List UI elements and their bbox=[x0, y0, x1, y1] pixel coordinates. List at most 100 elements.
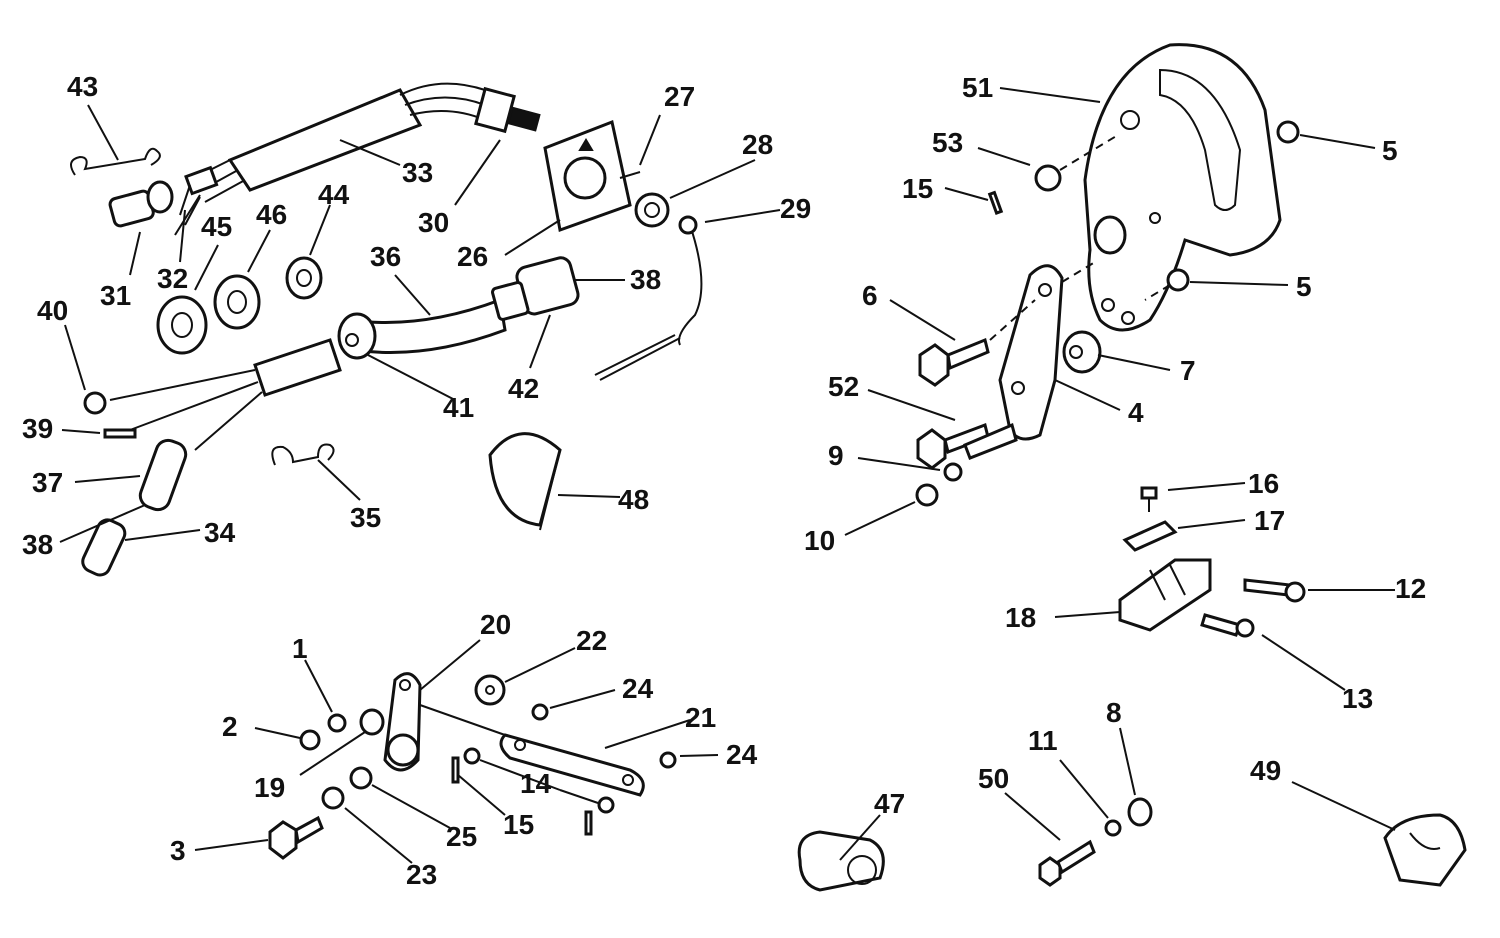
label-20: 20 bbox=[480, 609, 511, 640]
part-10-nut bbox=[844, 483, 939, 536]
label-53: 53 bbox=[932, 127, 963, 158]
label-13: 13 bbox=[1342, 683, 1373, 714]
part-51-cam-plate bbox=[999, 43, 1282, 332]
label-15-lower: 15 bbox=[503, 809, 534, 840]
label-46: 46 bbox=[256, 199, 287, 230]
label-51: 51 bbox=[962, 72, 993, 103]
part-21-link bbox=[419, 704, 691, 797]
part-7-bushing bbox=[1062, 330, 1171, 374]
label-38-lower: 38 bbox=[22, 529, 53, 560]
part-43-clip bbox=[70, 104, 161, 176]
label-47: 47 bbox=[874, 788, 905, 819]
part-28-nut bbox=[634, 159, 756, 228]
part-12-screw bbox=[1243, 578, 1395, 603]
label-19: 19 bbox=[254, 772, 285, 803]
label-52: 52 bbox=[828, 371, 859, 402]
part-40-ring-terminal bbox=[64, 324, 107, 415]
label-11: 11 bbox=[1028, 725, 1058, 756]
label-34: 34 bbox=[204, 517, 236, 548]
label-43: 43 bbox=[67, 71, 98, 102]
part-45-grommet bbox=[156, 244, 219, 355]
part-39-pin bbox=[61, 428, 137, 439]
part-14-washer bbox=[463, 747, 615, 814]
label-48: 48 bbox=[618, 484, 649, 515]
label-33: 33 bbox=[402, 157, 433, 188]
label-26: 26 bbox=[457, 241, 488, 272]
part-8-bushing bbox=[1119, 727, 1153, 827]
part-16-screw bbox=[1140, 482, 1246, 512]
label-21: 21 bbox=[685, 702, 716, 733]
label-30: 30 bbox=[418, 207, 449, 238]
part-31-plug bbox=[108, 180, 174, 276]
part-25-nut bbox=[349, 766, 451, 829]
label-2: 2 bbox=[222, 711, 238, 742]
part-33-harness bbox=[184, 82, 486, 203]
part-22-washer bbox=[474, 647, 576, 706]
part-49-pad bbox=[1291, 781, 1467, 887]
label-14: 14 bbox=[520, 768, 552, 799]
part-41-grommet bbox=[337, 312, 456, 401]
part-36-cable bbox=[348, 274, 507, 354]
label-24-lower: 24 bbox=[726, 739, 758, 770]
part-37-boot bbox=[74, 438, 188, 512]
label-16: 16 bbox=[1248, 468, 1279, 499]
part-53-nut bbox=[977, 134, 1119, 192]
part-6-bolt bbox=[889, 299, 1036, 387]
part-5-nut-lower bbox=[1144, 268, 1289, 301]
part-46-grommet bbox=[213, 229, 271, 330]
label-3: 3 bbox=[170, 835, 186, 866]
label-5-lower: 5 bbox=[1296, 271, 1312, 302]
label-39: 39 bbox=[22, 413, 53, 444]
part-19-bushing bbox=[299, 708, 385, 776]
part-18-block bbox=[1054, 558, 1212, 632]
label-22: 22 bbox=[576, 625, 607, 656]
part-24-screw-lower bbox=[659, 751, 719, 769]
part-24-screw-upper bbox=[531, 689, 616, 721]
label-23: 23 bbox=[406, 859, 437, 890]
part-3-bolt bbox=[194, 815, 324, 860]
part-35-clip bbox=[271, 443, 361, 501]
label-29: 29 bbox=[780, 193, 811, 224]
label-42: 42 bbox=[508, 373, 539, 404]
label-25: 25 bbox=[446, 821, 477, 852]
label-12: 12 bbox=[1395, 573, 1426, 604]
label-6: 6 bbox=[862, 280, 878, 311]
part-44-grommet bbox=[285, 204, 331, 300]
label-24-upper: 24 bbox=[622, 673, 654, 704]
part-26-plate bbox=[504, 119, 632, 256]
label-40: 40 bbox=[37, 295, 68, 326]
part-20-arm bbox=[383, 639, 481, 772]
part-5-nut-upper bbox=[1276, 120, 1376, 149]
part-42-connector bbox=[491, 281, 551, 369]
part-38-sleeve bbox=[515, 256, 625, 316]
label-10: 10 bbox=[804, 525, 835, 556]
part-leads-bundle bbox=[109, 338, 342, 451]
label-9: 9 bbox=[828, 440, 844, 471]
label-50: 50 bbox=[978, 763, 1009, 794]
label-32: 32 bbox=[157, 263, 188, 294]
part-34-cap bbox=[59, 504, 201, 577]
label-44: 44 bbox=[318, 179, 350, 210]
label-1: 1 bbox=[292, 633, 308, 664]
part-15-pin-lower bbox=[451, 756, 593, 836]
label-28: 28 bbox=[742, 129, 773, 160]
part-27-screw bbox=[619, 114, 661, 179]
part-9-washer bbox=[857, 457, 963, 482]
label-37: 37 bbox=[32, 467, 63, 498]
label-7: 7 bbox=[1180, 355, 1196, 386]
label-4: 4 bbox=[1128, 397, 1144, 428]
label-15-upper: 15 bbox=[902, 173, 933, 204]
part-15-pin-upper bbox=[944, 187, 1004, 216]
label-31: 31 bbox=[100, 280, 131, 311]
label-8: 8 bbox=[1106, 697, 1122, 728]
part-50-bolt bbox=[1004, 792, 1096, 887]
part-48-strap bbox=[488, 432, 621, 531]
part-47-sleeve bbox=[797, 814, 885, 892]
label-36: 36 bbox=[370, 241, 401, 272]
part-32-terminals bbox=[174, 184, 201, 263]
label-38-upper: 38 bbox=[630, 264, 661, 295]
part-11-washer bbox=[1059, 759, 1122, 837]
part-labels: 43 33 30 31 32 45 46 44 27 28 29 26 36 3… bbox=[22, 71, 1426, 890]
label-35: 35 bbox=[350, 502, 381, 533]
